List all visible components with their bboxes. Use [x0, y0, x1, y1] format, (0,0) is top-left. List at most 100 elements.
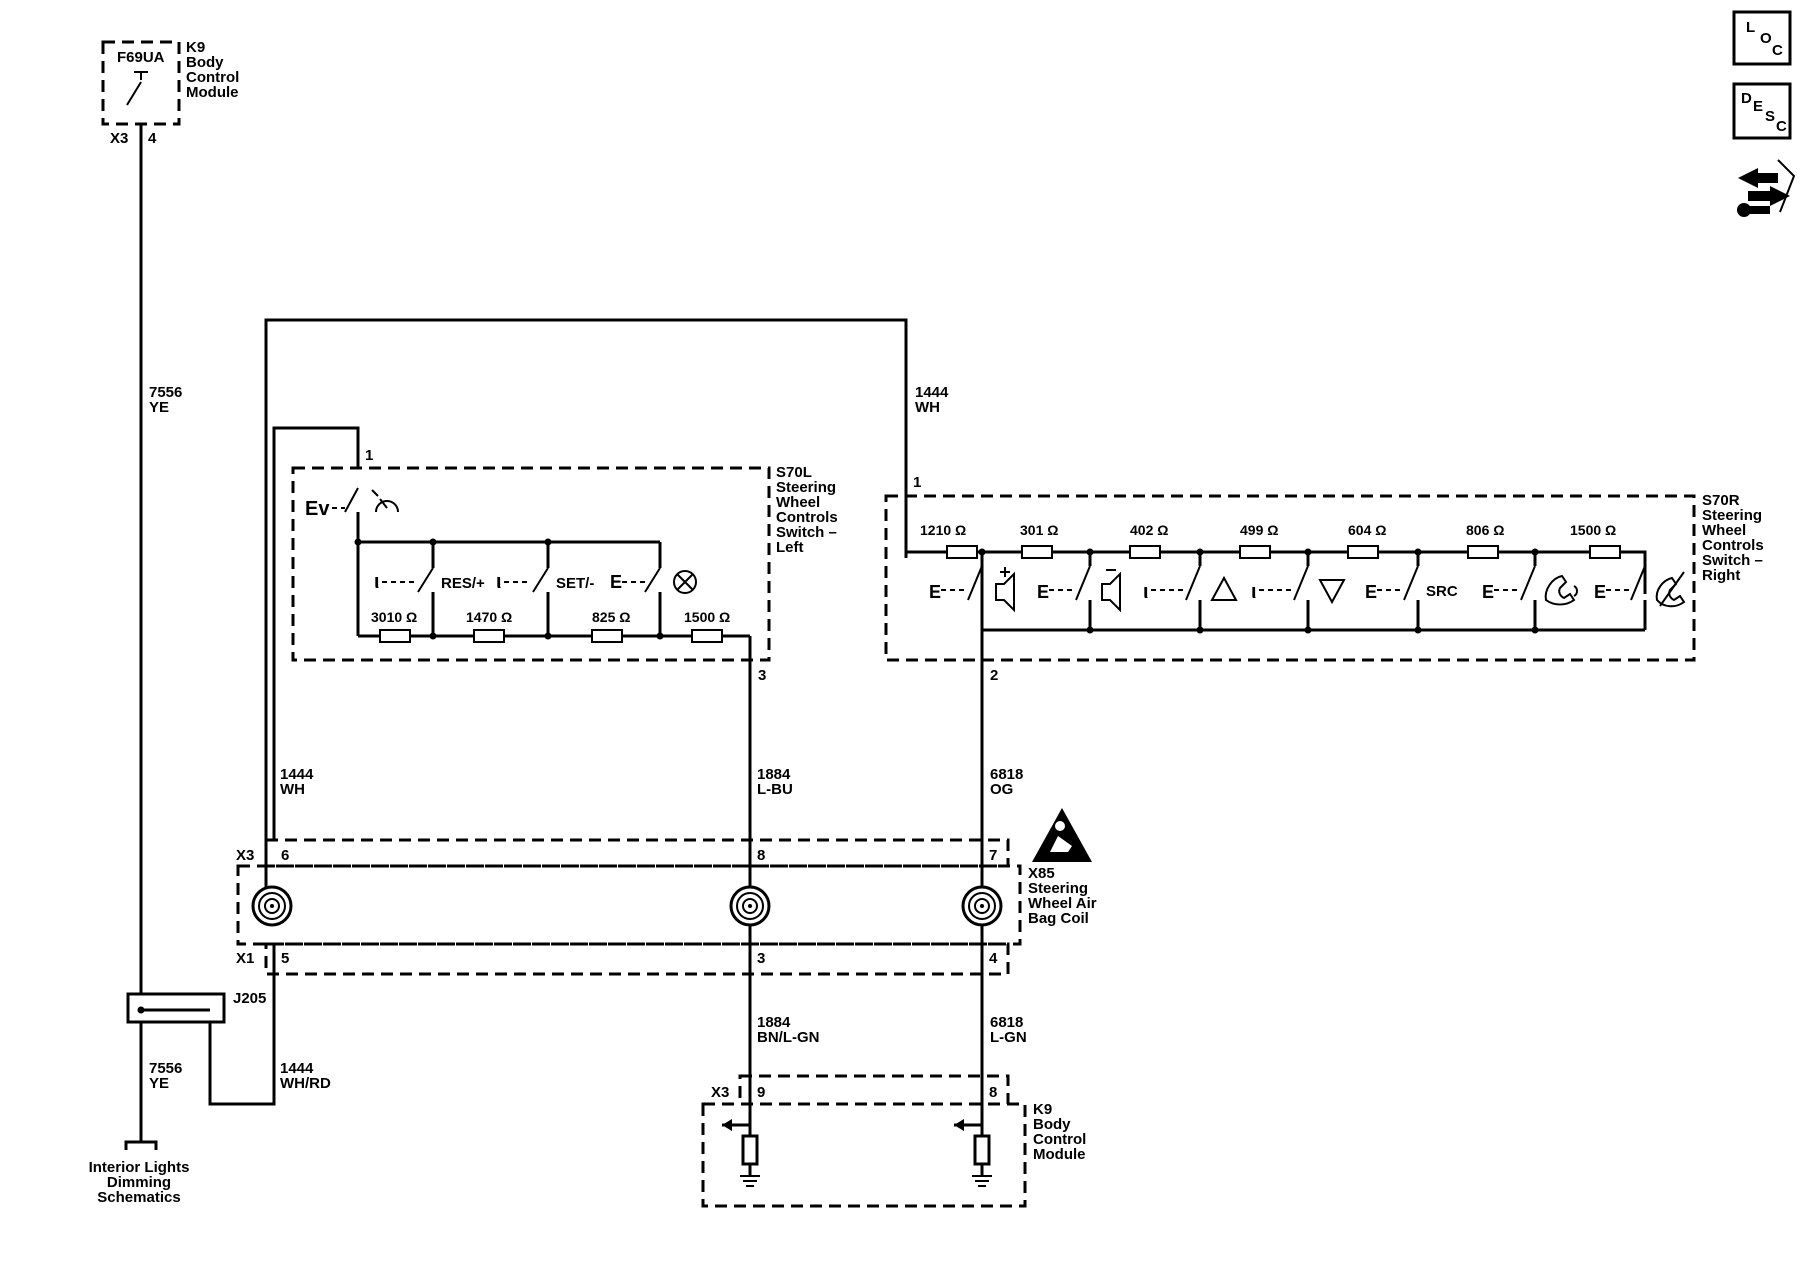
wire-1444-bot-number: 1444	[280, 1060, 314, 1077]
k9-top-pin: 4	[148, 130, 157, 147]
svg-text:ι: ι	[1143, 581, 1149, 603]
s70r-title-3: Wheel	[1702, 522, 1746, 539]
s70l-title-1: S70L	[776, 464, 812, 481]
coil-spiral-1	[251, 885, 293, 927]
volume-down-icon	[1101, 569, 1121, 613]
interior-label-3: Schematics	[97, 1189, 180, 1206]
k9-top-module: F69UA K9 Body Control Module X3 4	[101, 39, 239, 147]
svg-text:ι: ι	[374, 571, 380, 593]
k9-top-title-1: K9	[186, 39, 205, 56]
wire-6818-mid-number: 6818	[990, 766, 1023, 783]
x85-pin-3: 3	[757, 950, 765, 967]
mute-phone-icon	[1655, 571, 1686, 608]
svg-text:E: E	[1482, 582, 1494, 602]
seek-down-icon	[1318, 579, 1346, 605]
x85-airbag-coil: X3 X1 6 8 7 5 3 4 X85 Steering Wheel Air…	[236, 808, 1097, 976]
location-icon[interactable]: L O C	[1732, 10, 1792, 66]
svg-text:E: E	[1594, 582, 1606, 602]
wire-1444-mid-number: 1444	[280, 766, 314, 783]
x85-title-4: Bag Coil	[1028, 910, 1089, 927]
s70r-pin-1: 1	[913, 474, 921, 491]
wire-6818-bot-color: L-GN	[990, 1029, 1027, 1046]
coil-spiral-2	[729, 885, 771, 927]
s70r-resistor-4: 499 Ω	[1240, 522, 1278, 538]
src-label: SRC	[1426, 583, 1458, 600]
s70r-pin-2: 2	[990, 667, 998, 684]
s70l-resistor-2: 1470 Ω	[466, 609, 512, 625]
x85-title-2: Steering	[1028, 880, 1088, 897]
wire-1884-bot-color: BN/L-GN	[757, 1029, 820, 1046]
x85-title-3: Wheel Air	[1028, 895, 1097, 912]
s70r-resistor-2: 301 Ω	[1020, 522, 1058, 538]
svg-text:E: E	[929, 582, 941, 602]
wire-1444-top-color: WH	[915, 399, 940, 416]
cruise-switch-symbol: Ev	[305, 498, 330, 520]
x85-conn-x1: X1	[236, 950, 254, 967]
svg-text:S: S	[1765, 108, 1775, 125]
k9-bottom-title-4: Module	[1033, 1146, 1086, 1163]
seek-up-icon	[1210, 575, 1238, 601]
wire-1444-bot-color: WH/RD	[280, 1075, 331, 1092]
k9-bottom-conn: X3	[711, 1084, 729, 1101]
coil-spiral-3	[961, 885, 1003, 927]
wire-7556-bot-number: 7556	[149, 1060, 182, 1077]
interior-label-2: Dimming	[107, 1174, 171, 1191]
wire-1884-mid-number: 1884	[757, 766, 791, 783]
x85-pin-5: 5	[281, 950, 289, 967]
s70r-resistor-7: 1500 Ω	[1570, 522, 1616, 538]
svg-text:E: E	[1037, 582, 1049, 602]
s70r-title-5: Switch –	[1702, 552, 1763, 569]
s70l-pin-3: 3	[758, 667, 766, 684]
s70l-switch-left: 1 S70L Steering Wheel Controls Switch – …	[291, 447, 838, 684]
res-plus-label: RES/+	[441, 575, 485, 592]
k9-top-title-4: Module	[186, 84, 239, 101]
wire-1884-mid-color: L-BU	[757, 781, 793, 798]
airbag-warning-icon	[1032, 808, 1092, 862]
interior-lights-ref: Interior Lights Dimming Schematics	[89, 1140, 189, 1206]
x85-pin-6: 6	[281, 847, 289, 864]
s70l-title-2: Steering	[776, 479, 836, 496]
s70r-resistor-5: 604 Ω	[1348, 522, 1386, 538]
s70l-title-4: Controls	[776, 509, 838, 526]
input-resistor-2	[954, 1119, 992, 1187]
svg-text:O: O	[1760, 30, 1772, 47]
s70l-title-5: Switch –	[776, 524, 837, 541]
j205-label: J205	[233, 990, 266, 1007]
svg-text:D: D	[1741, 90, 1752, 107]
wire-6818-mid-color: OG	[990, 781, 1013, 798]
repair-procedure-icon[interactable]	[1737, 159, 1796, 217]
s70l-title-6: Left	[776, 539, 804, 556]
svg-text:E: E	[1753, 98, 1763, 115]
svg-text:L: L	[1746, 19, 1755, 36]
cancel-icon	[673, 570, 697, 594]
s70r-title-6: Right	[1702, 567, 1740, 584]
k9-bottom-pin-8: 8	[989, 1084, 997, 1101]
wire-1444-wh-rd	[208, 944, 276, 1106]
s70r-title-4: Controls	[1702, 537, 1764, 554]
k9-bottom-title-1: K9	[1033, 1101, 1052, 1118]
fuse-label: F69UA	[117, 49, 165, 66]
svg-text:C: C	[1776, 118, 1787, 135]
voice-phone-icon	[1544, 574, 1578, 606]
wire-1444-mid-color: WH	[280, 781, 305, 798]
svg-text:ι: ι	[1251, 581, 1257, 603]
s70r-resistor-6: 806 Ω	[1466, 522, 1504, 538]
set-minus-label: SET/-	[556, 575, 594, 592]
j205-splice: J205	[126, 990, 266, 1024]
volume-up-icon	[995, 567, 1015, 613]
s70l-resistor-4: 1500 Ω	[684, 609, 730, 625]
s70r-title-2: Steering	[1702, 507, 1762, 524]
svg-text:E: E	[610, 572, 622, 592]
description-icon[interactable]: D E S C	[1732, 82, 1792, 140]
svg-text:E: E	[1365, 582, 1377, 602]
k9-bottom-title-3: Control	[1033, 1131, 1086, 1148]
k9-bottom-title-2: Body	[1033, 1116, 1071, 1133]
s70l-title-3: Wheel	[776, 494, 820, 511]
input-resistor-1	[722, 1119, 760, 1187]
wire-7556-top-number: 7556	[149, 384, 182, 401]
s70l-pin-1: 1	[365, 447, 373, 464]
k9-top-conn: X3	[110, 130, 128, 147]
x85-pin-4: 4	[989, 950, 998, 967]
